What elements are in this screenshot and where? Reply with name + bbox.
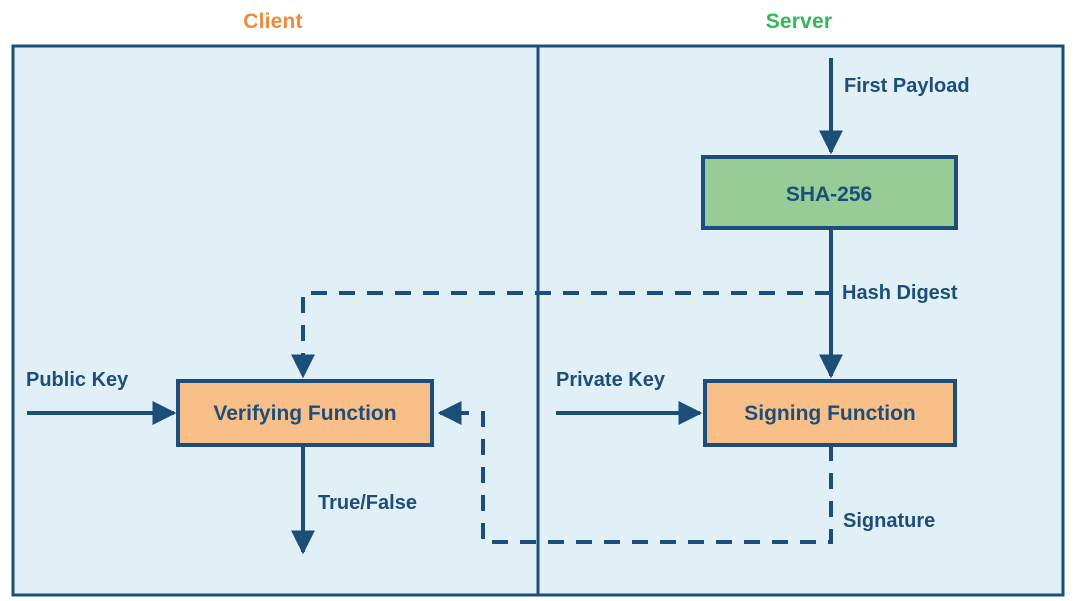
first-payload-label: First Payload [844, 75, 970, 97]
sha256-box[interactable] [701, 155, 958, 230]
sha256-label: SHA-256 [786, 183, 872, 206]
verifying-function-label: Verifying Function [213, 402, 396, 425]
private-key-label: Private Key [556, 369, 666, 391]
signing-function-label: Signing Function [744, 402, 915, 425]
signature-label: Signature [843, 510, 935, 532]
hash-digest-dashed-path [291, 291, 831, 379]
server-title: Server [766, 10, 833, 33]
signature-dashed-path [437, 401, 833, 544]
public-key-label: Public Key [26, 369, 129, 391]
hash-digest-label: Hash Digest [842, 282, 958, 304]
true-false-label: True/False [318, 492, 417, 514]
signing-function-box[interactable] [703, 379, 957, 447]
client-title: Client [243, 10, 303, 33]
